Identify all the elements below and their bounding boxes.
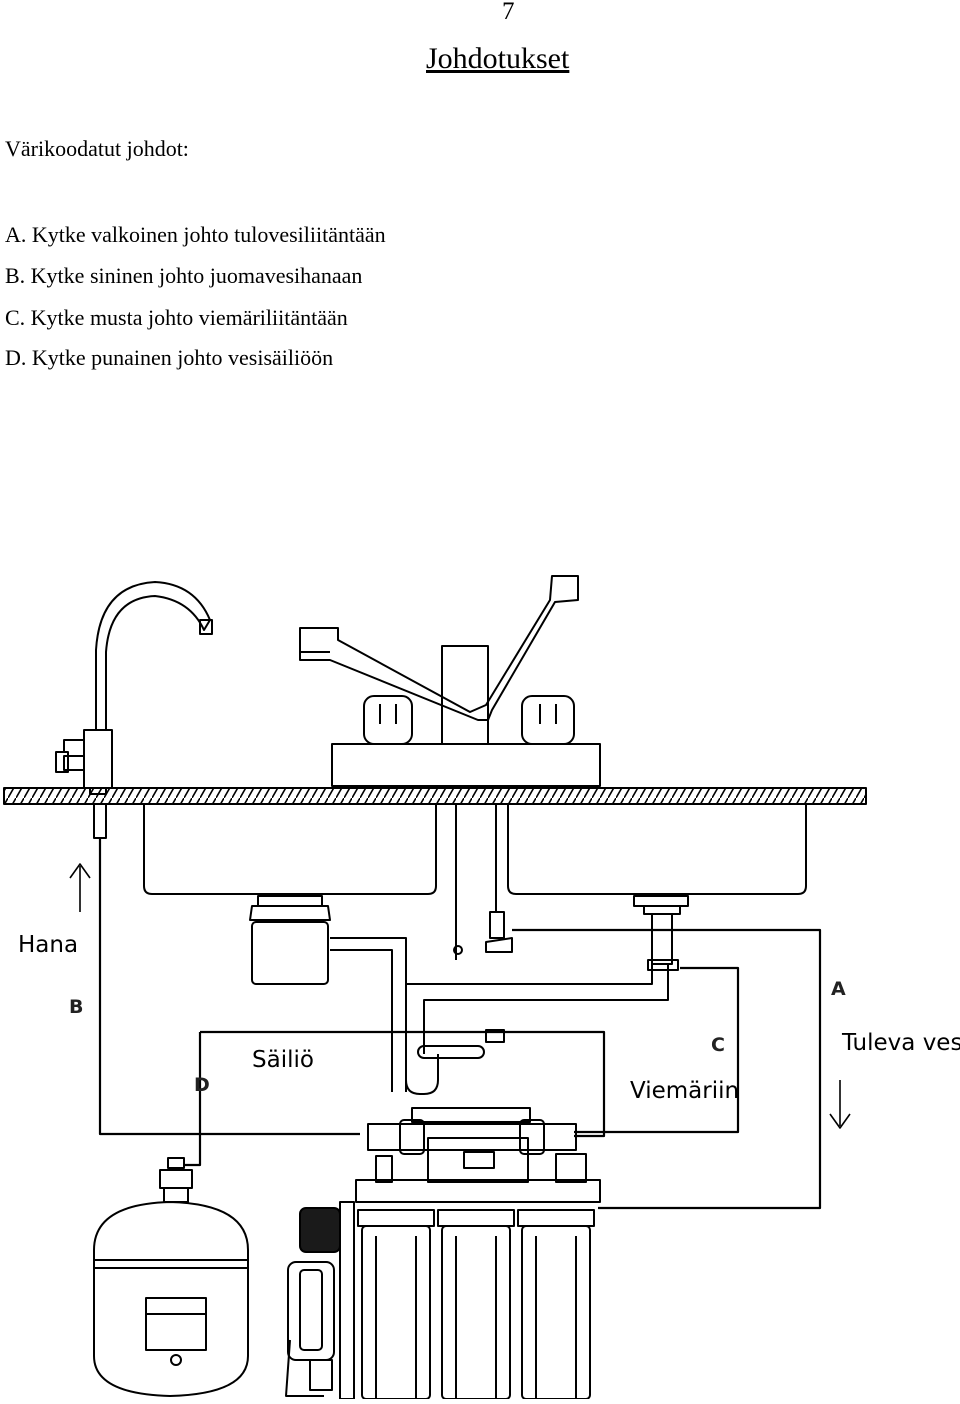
instruction-a: A. Kytke valkoinen johto tulovesiliitänt…: [5, 222, 386, 247]
mixer-tap: [299, 575, 601, 787]
tubing: [98, 838, 822, 1210]
instruction-c: C. Kytke musta johto viemäriliitäntään: [5, 305, 348, 330]
label-tank: Säiliö: [252, 1047, 314, 1073]
letter-d: D: [194, 1074, 210, 1096]
booster-pump: [285, 1207, 341, 1397]
countertop: [3, 787, 867, 805]
intro-heading: Värikoodatut johdot:: [5, 136, 189, 161]
drain-trap: [405, 895, 689, 1095]
plumbing-diagram: Hana Säiliö Viemäriin Tuleva vesi A B C …: [0, 560, 960, 1400]
drinking-faucet: [55, 581, 213, 839]
ro-filter-unit: [339, 1107, 601, 1400]
flow-arrows: [69, 863, 851, 1129]
letter-c: C: [711, 1034, 725, 1056]
label-drain: Viemäriin: [630, 1078, 740, 1104]
label-inlet: Tuleva vesi: [842, 1030, 960, 1056]
label-faucet: Hana: [18, 932, 79, 958]
sink-basins: [143, 804, 807, 960]
waste-disposer: [249, 895, 407, 1092]
page-number: 7: [502, 0, 515, 25]
instruction-d: D. Kytke punainen johto vesisäiliöön: [5, 345, 334, 370]
pressure-tank: [93, 1157, 249, 1397]
plumbing-diagram-svg: [3, 575, 867, 1400]
letter-a: A: [831, 978, 846, 1000]
letter-b: B: [69, 996, 84, 1018]
instruction-b: B. Kytke sininen johto juomavesihanaan: [5, 263, 363, 288]
page-title: Johdotukset: [426, 42, 570, 75]
